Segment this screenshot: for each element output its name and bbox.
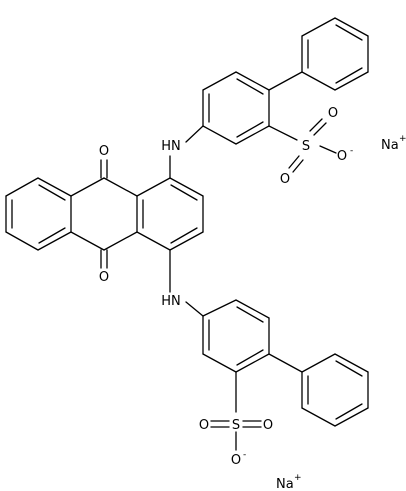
atom-sulfur-lower: S [232, 418, 240, 433]
bond [319, 145, 337, 154]
bond [335, 67, 363, 84]
atom-oxygen-carbonyl-bottom: O [99, 270, 109, 285]
bond [202, 299, 237, 317]
atom-amine-lower: HN [161, 294, 181, 309]
atom-oxygen-anion-lower: O [231, 453, 241, 468]
atom-oxygen-anion-upper: O [337, 149, 347, 164]
bond [334, 71, 369, 91]
bond [301, 353, 336, 373]
bond [313, 122, 327, 136]
bond [236, 121, 264, 138]
atom-oxygen-sulfonyl-upper-b: O [280, 172, 290, 187]
bond [301, 17, 336, 37]
lower-aryl-ring [185, 299, 303, 413]
bond [288, 155, 300, 169]
bond [268, 71, 303, 91]
bond [334, 353, 369, 373]
bond [334, 17, 369, 37]
bond [170, 184, 198, 201]
upper-aryl-ring [185, 71, 303, 145]
bond [38, 184, 66, 201]
anthraquinone-left-ring [5, 177, 72, 251]
bond [334, 407, 369, 427]
bond [335, 403, 363, 420]
atom-amine-upper: HN [161, 139, 181, 154]
bond [268, 125, 298, 141]
charge-minus-upper: - [350, 146, 353, 156]
bond [309, 118, 323, 132]
bond [235, 71, 270, 91]
bond [202, 353, 237, 373]
bond [185, 301, 204, 317]
bond [136, 231, 171, 251]
upper-phenyl-ring [301, 17, 369, 91]
charge-plus-lower: + [294, 473, 302, 483]
atom-oxygen-sulfonyl-lower-b: O [263, 418, 273, 433]
bond [202, 71, 237, 91]
bond [103, 231, 138, 251]
bond [70, 231, 105, 251]
bond [5, 231, 39, 251]
charge-minus-lower: - [243, 450, 246, 460]
bond [136, 177, 171, 197]
bond [37, 231, 72, 251]
bond [236, 78, 264, 95]
charge-plus-upper: + [399, 134, 406, 144]
bond [5, 177, 39, 197]
bond [38, 227, 66, 244]
bond [292, 159, 304, 173]
anthraquinone-center-ring [70, 159, 138, 269]
lower-phenyl-ring [301, 353, 369, 427]
bond [202, 125, 237, 145]
bond [37, 177, 72, 197]
bond [185, 125, 204, 143]
bond [236, 349, 264, 366]
bond [235, 125, 270, 145]
bond [335, 24, 363, 41]
bond [70, 177, 105, 197]
bond [236, 306, 264, 323]
bond [103, 177, 138, 197]
anthraquinone-right-ring [136, 155, 204, 293]
bond [169, 231, 204, 251]
sodium-ion-lower: Na [276, 477, 294, 491]
upper-sulfonate-group [288, 118, 337, 173]
atom-sulfur-upper: S [302, 139, 310, 154]
atom-oxygen-sulfonyl-upper-a: O [328, 106, 338, 121]
bond [235, 353, 270, 373]
sodium-ion-upper: Na [381, 138, 399, 153]
bond [335, 360, 363, 377]
atom-oxygen-sulfonyl-lower-a: O [199, 418, 209, 433]
lower-sulfonate-group [210, 420, 262, 451]
bond [169, 177, 204, 197]
bond [235, 299, 270, 319]
atom-oxygen-carbonyl-top: O [99, 144, 109, 159]
bond [268, 353, 303, 373]
bond [170, 227, 198, 244]
bond [301, 407, 336, 427]
bond [301, 71, 336, 91]
